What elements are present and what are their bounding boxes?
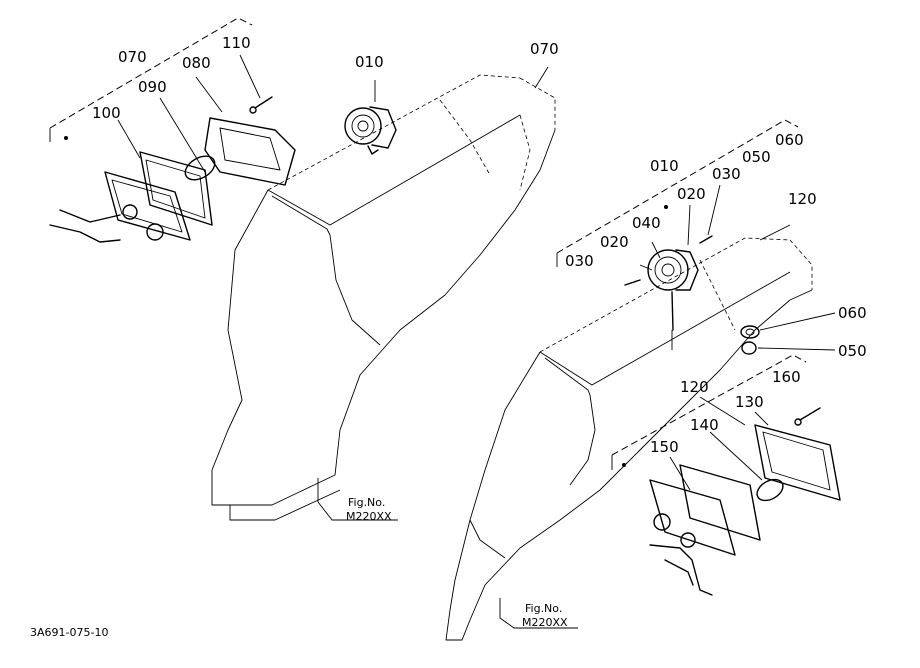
- label-010-left: 010: [355, 53, 384, 71]
- label-010-right: 010: [650, 157, 679, 175]
- label-030-top: 030: [712, 165, 741, 183]
- fig-number-left: M220XX: [346, 510, 392, 523]
- left-lamp-assembly: [49, 17, 296, 243]
- label-080: 080: [182, 54, 211, 72]
- label-150: 150: [650, 438, 679, 456]
- fig-no-left: Fig.No.: [348, 496, 385, 509]
- leader-070-right: [534, 66, 549, 89]
- label-160: 160: [772, 368, 801, 386]
- part-labels: 070 110 080 090 100 010 070 060 050 010 …: [92, 34, 867, 456]
- label-100: 100: [92, 104, 121, 122]
- label-020-top: 020: [677, 185, 706, 203]
- left-beacon: [344, 80, 397, 155]
- label-040: 040: [632, 214, 661, 232]
- label-130: 130: [735, 393, 764, 411]
- fig-no-right: Fig.No.: [525, 602, 562, 615]
- figure-references: Fig.No. M220XX Fig.No. M220XX 3A691-075-…: [30, 496, 568, 639]
- right-lamp-assembly: [611, 354, 841, 596]
- label-120-bottom: 120: [680, 378, 709, 396]
- label-030-left: 030: [565, 252, 594, 270]
- fig-number-right: M220XX: [522, 616, 568, 629]
- label-090: 090: [138, 78, 167, 96]
- right-beacon-assembly: [556, 119, 799, 350]
- label-060-right: 060: [838, 304, 867, 322]
- drawing-code: 3A691-075-10: [30, 626, 108, 639]
- label-070-right: 070: [530, 40, 559, 58]
- label-050-top: 050: [742, 148, 771, 166]
- left-fender: [211, 74, 556, 521]
- label-060-top: 060: [775, 131, 804, 149]
- right-fender: [445, 237, 813, 641]
- label-020-left: 020: [600, 233, 629, 251]
- label-110: 110: [222, 34, 251, 52]
- nuts: [740, 224, 836, 355]
- label-070-left: 070: [118, 48, 147, 66]
- label-140: 140: [690, 416, 719, 434]
- label-120-top: 120: [788, 190, 817, 208]
- label-050-right: 050: [838, 342, 867, 360]
